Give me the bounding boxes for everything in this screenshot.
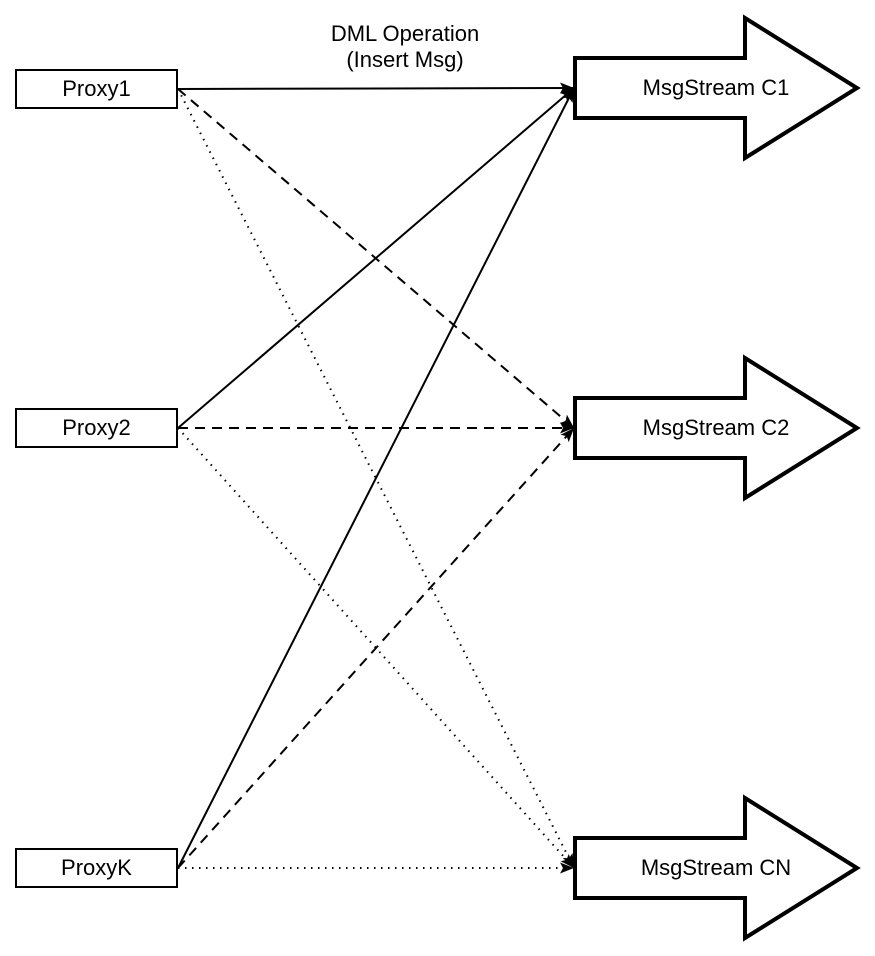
proxy-node-proxy1: Proxy1 (15, 69, 178, 109)
stream-layer (573, 14, 861, 942)
edge-proxy2-to-cn-dotted (177, 427, 575, 869)
edge-proxyK-to-c2-dashed (177, 427, 575, 869)
edge-proxy1-to-c1-solid (177, 82, 575, 94)
proxy-node-proxyK: ProxyK (15, 848, 178, 888)
edge-proxy2-to-c1-solid (177, 87, 575, 429)
caption-line-1: DML Operation (330, 21, 480, 46)
msgstream-arrow-c2 (573, 354, 861, 502)
caption-line-2: (Insert Msg) (346, 47, 464, 72)
edge-proxyK-to-c1-solid (177, 87, 575, 869)
edge-layer (177, 82, 575, 874)
edge-proxy1-to-cn-dotted (177, 88, 575, 869)
msgstream-arrow-cn (573, 794, 861, 942)
msgstream-arrow-c1 (573, 14, 861, 162)
proxy-node-proxy2: Proxy2 (15, 408, 178, 448)
diagram-caption: DML Operation (Insert Msg) (270, 21, 540, 73)
